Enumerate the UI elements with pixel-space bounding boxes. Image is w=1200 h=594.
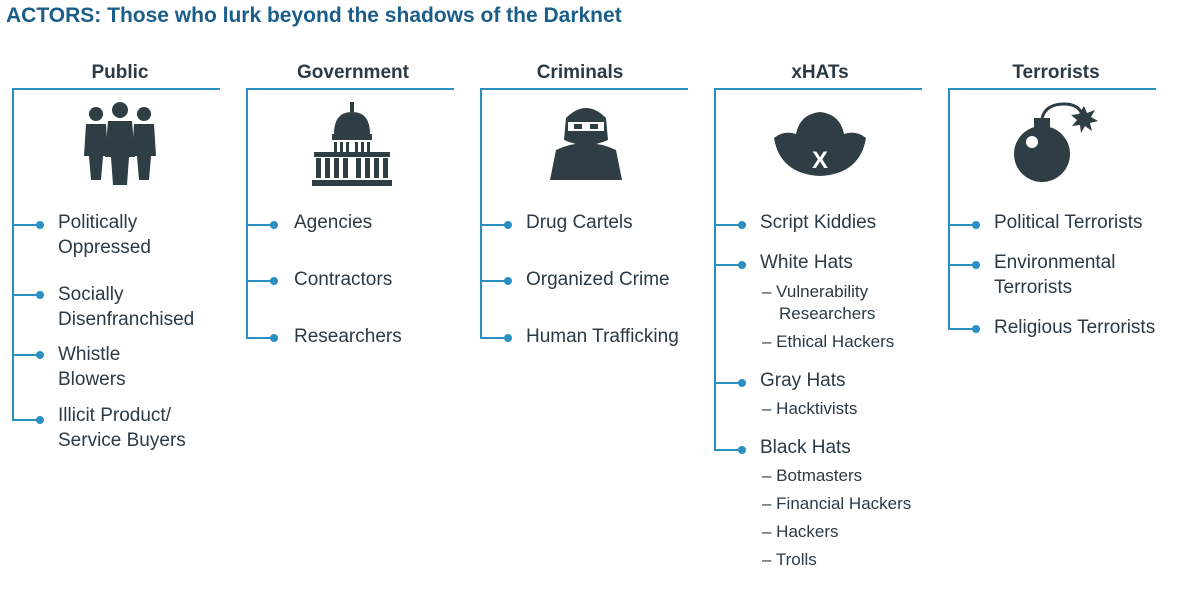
list-item: White Hats [760, 252, 853, 273]
sub-item: Researchers [779, 304, 876, 323]
list-item: Human Trafficking [526, 326, 679, 347]
list-item: Agencies [294, 212, 373, 233]
masked-criminal-icon [550, 108, 622, 180]
column-header-public: Public [91, 62, 149, 83]
title-keyword: ACTORS: [6, 4, 102, 27]
list-item: Religious Terrorists [994, 317, 1156, 338]
column-header-criminals: Criminals [536, 62, 624, 83]
list-item: Black Hats [760, 437, 851, 458]
sub-item: – Ethical Hackers [762, 332, 895, 351]
list-item: Illicit Product/Service Buyers [58, 405, 186, 451]
list-item: Script Kiddies [760, 212, 877, 233]
list-item: Political Terrorists [994, 212, 1143, 233]
hat-x-icon: X [774, 112, 866, 176]
column-spine-xhats [714, 88, 716, 450]
list-item: Organized Crime [526, 269, 670, 290]
list-item: Researchers [294, 326, 402, 347]
column-spine-government [246, 88, 248, 338]
column-rule-terrorists [948, 88, 1156, 90]
column-header-xhats: xHATs [791, 62, 849, 83]
capitol-building-icon [312, 102, 392, 186]
bomb-icon [1014, 102, 1098, 182]
sub-item: – Botmasters [762, 466, 863, 485]
sub-item: – Hacktivists [762, 399, 858, 418]
page-title: ACTORS: Those who lurk beyond the shadow… [6, 4, 622, 28]
sub-item: – Vulnerability [762, 282, 869, 301]
column-rule-government [246, 88, 454, 90]
column-header-terrorists: Terrorists [1012, 62, 1100, 83]
list-item: Drug Cartels [526, 212, 633, 233]
column-header-government: Government [297, 62, 409, 83]
sub-item: – Trolls [762, 550, 817, 569]
list-item: Gray Hats [760, 370, 846, 391]
svg-text:X: X [812, 147, 828, 174]
sub-item: – Financial Hackers [762, 494, 912, 513]
people-group-icon [84, 102, 156, 185]
column-rule-xhats [714, 88, 922, 90]
column-rule-criminals [480, 88, 688, 90]
column-spine-terrorists [948, 88, 950, 328]
sub-item: – Hackers [762, 522, 839, 541]
column-spine-public [12, 88, 14, 420]
title-text: Those who lurk beyond the shadows of the… [107, 4, 622, 27]
list-item: Contractors [294, 269, 393, 290]
column-spine-criminals [480, 88, 482, 338]
column-rule-public [12, 88, 220, 90]
